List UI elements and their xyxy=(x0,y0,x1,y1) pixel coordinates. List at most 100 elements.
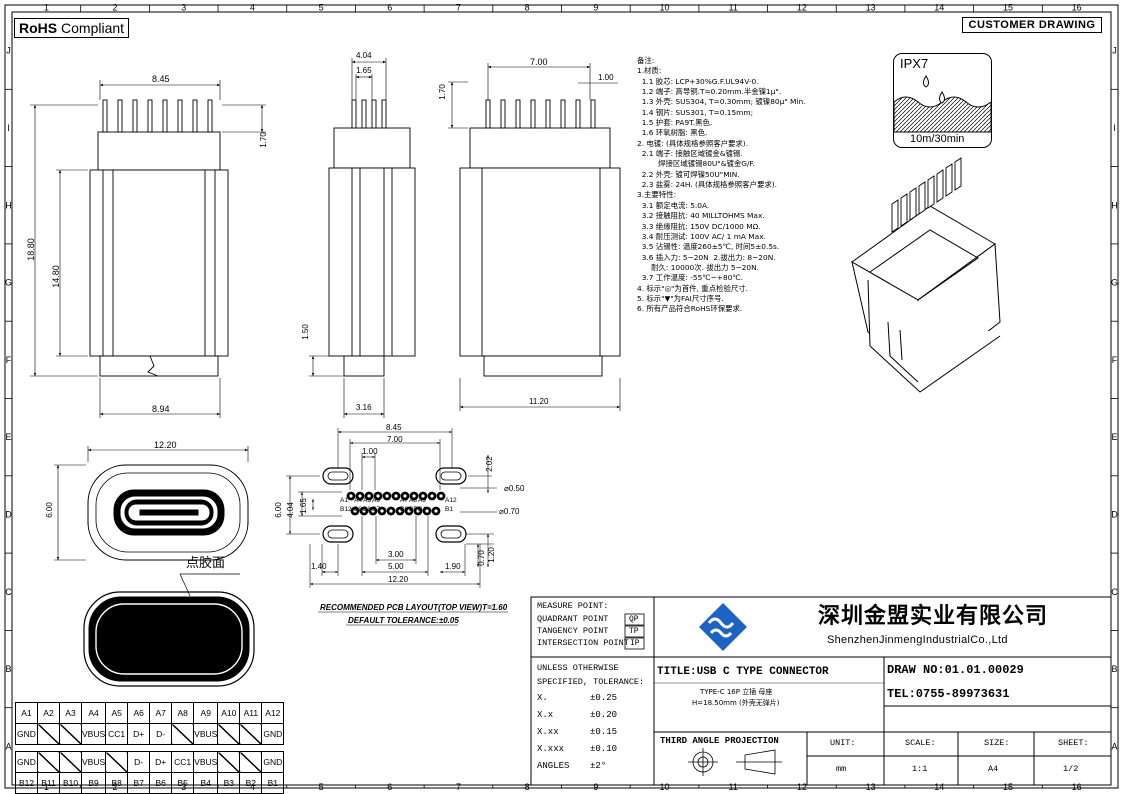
pin-cell: A4 xyxy=(80,702,107,724)
pin-cell: A5 xyxy=(105,702,129,724)
dim-body-height: 14.80 xyxy=(50,265,61,288)
frame-col-label: 12 xyxy=(797,782,807,792)
dim-pcb-pitch: 1.00 xyxy=(362,447,378,456)
frame-col-label: 14 xyxy=(934,782,944,792)
frame-row-label: I xyxy=(7,123,10,133)
frame-col-label: 1 xyxy=(44,3,49,13)
frame-col-label: 5 xyxy=(319,782,324,792)
frame-row-label: J xyxy=(1112,46,1117,56)
dim-total-height: 18.80 xyxy=(25,238,36,261)
pin-cell xyxy=(59,751,82,773)
projection-label: THIRD ANGLE PROJECTION xyxy=(660,736,779,746)
pin-cell: B3 xyxy=(217,772,241,794)
front-view xyxy=(328,99,416,377)
pcb-bottom-label: B7 xyxy=(372,506,380,513)
iso-pin xyxy=(927,175,935,209)
dim-pcb-190: 1.90 xyxy=(445,562,461,571)
pin-cell: A9 xyxy=(193,702,219,724)
side-view xyxy=(89,131,229,377)
frame-row-label: E xyxy=(5,432,11,442)
tolerance-value: ±0.20 xyxy=(590,710,618,720)
iso-pin xyxy=(945,163,953,197)
tolerance-value: ±0.25 xyxy=(590,693,618,703)
dim-right-span: 7.00 xyxy=(530,57,548,67)
pin-cell: A2 xyxy=(37,702,60,724)
pcb-hole xyxy=(362,509,366,513)
pin-cell: B7 xyxy=(127,772,151,794)
pcb-hole xyxy=(349,494,353,498)
pin-cell xyxy=(105,751,129,773)
pin-cell xyxy=(217,723,241,745)
pin-cell: CC1 xyxy=(171,751,195,773)
unit-value: mm xyxy=(836,764,847,774)
projection-symbol xyxy=(688,748,782,776)
qp-code: QP xyxy=(629,615,639,624)
pin-cell: A12 xyxy=(261,702,285,724)
frame-col-label: 6 xyxy=(387,782,392,792)
ip-code: IP xyxy=(630,639,640,648)
pcb-top-label: A5 xyxy=(363,497,371,504)
frame-row-label: B xyxy=(1111,664,1117,674)
pin-cell: B4 xyxy=(193,772,219,794)
frame-row-label: A xyxy=(1111,741,1117,751)
frame-col-label: 9 xyxy=(593,3,598,13)
frame-row-label: E xyxy=(1111,432,1117,442)
mouth-view xyxy=(54,446,249,561)
pcb-top-label: A9 xyxy=(418,497,426,504)
right-view xyxy=(459,127,621,377)
frame-row-label: H xyxy=(5,200,12,210)
pin-cell: B8 xyxy=(105,772,129,794)
rohs-badge: RoHS Compliant xyxy=(14,18,130,38)
tolerance-key: X.xxx xyxy=(537,744,565,754)
dim-pcb-inner: 7.00 xyxy=(387,435,403,444)
dim-pcb-120: 1.20 xyxy=(486,547,496,563)
pcb-top-label: A6 xyxy=(372,497,380,504)
pcb-hole xyxy=(394,494,398,498)
specified-tolerance: SPECIFIED, TOLERANCE: xyxy=(537,677,645,687)
side-pin xyxy=(117,99,123,133)
pcb-tolerance: DEFAULT TOLERANCE:±0.05 xyxy=(348,616,459,625)
side-pin xyxy=(207,99,213,133)
unless-otherwise: UNLESS OTHERWISE xyxy=(537,663,619,673)
tolerance-key: X.xx xyxy=(537,727,559,737)
pcb-bottom-label: B6 xyxy=(400,506,408,513)
dim-pcb-5: 5.00 xyxy=(388,562,404,571)
tp-code: TP xyxy=(629,627,639,636)
frame-col-label: 6 xyxy=(387,3,392,13)
frame-col-label: 7 xyxy=(456,782,461,792)
frame-row-label: D xyxy=(5,509,12,519)
frame-col-label: 10 xyxy=(660,3,670,13)
frame-col-label: 12 xyxy=(797,3,807,13)
pin-cell: B6 xyxy=(149,772,173,794)
iso-pin xyxy=(936,169,944,203)
pcb-hole xyxy=(367,494,371,498)
dim-pcb-hole-small: ⌀0.50 xyxy=(504,484,525,493)
customer-drawing-badge: CUSTOMER DRAWING xyxy=(962,17,1102,33)
pcb-hole xyxy=(434,509,438,513)
pin-cell: A11 xyxy=(239,702,263,724)
dim-front-bottom: 3.16 xyxy=(356,403,372,412)
frame-col-label: 16 xyxy=(1072,782,1082,792)
frame-col-label: 8 xyxy=(525,3,530,13)
tangency-point: TANGENCY POINT xyxy=(537,626,609,636)
intersection-point: INTERSECTION POINT xyxy=(537,638,629,648)
right-pin xyxy=(575,99,581,129)
frame-col-label: 15 xyxy=(1003,3,1013,13)
pcb-bottom-label: B12 xyxy=(340,506,352,513)
dim-mouth-width: 12.20 xyxy=(154,440,177,450)
side-pin xyxy=(177,99,183,133)
water-drop-icon xyxy=(894,75,991,133)
pcb-hole xyxy=(385,494,389,498)
frame-row-label: I xyxy=(1113,123,1116,133)
frame-row-label: G xyxy=(1111,278,1118,288)
dim-pcb-gap: 1.65 xyxy=(298,498,308,514)
pin-cell xyxy=(59,723,82,745)
size-label: SIZE: xyxy=(984,738,1010,748)
frame-col-label: 8 xyxy=(525,782,530,792)
pin-cell: D+ xyxy=(127,723,151,745)
pcb-hole xyxy=(439,494,443,498)
rohs-text: Compliant xyxy=(61,20,125,36)
dim-pcb-3: 3.00 xyxy=(388,550,404,559)
quadrant-point: QUADRANT POINT xyxy=(537,614,609,624)
tolerance-key: ANGLES xyxy=(537,761,570,771)
